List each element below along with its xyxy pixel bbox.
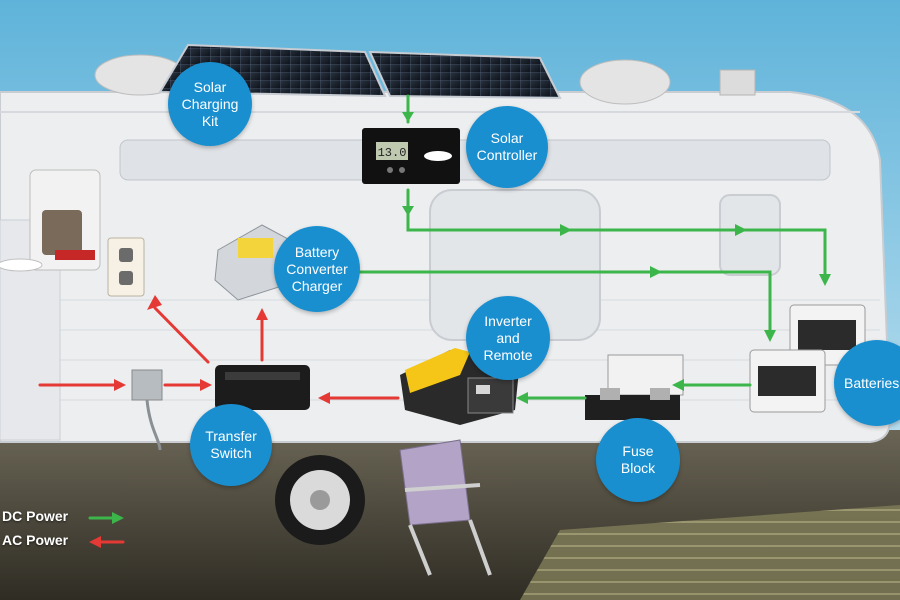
outdoor-mat — [520, 505, 900, 600]
ac-arrow — [256, 308, 268, 320]
dc-arrow — [402, 112, 414, 122]
ac-arrowheads — [114, 295, 330, 404]
rv-side-window — [719, 194, 781, 276]
dc-arrow — [560, 224, 572, 236]
shore-power-inlet — [131, 369, 163, 451]
ac-arrow — [114, 379, 126, 391]
transfer-switch-device — [215, 365, 310, 410]
legend-ac-row: AC Power — [2, 532, 78, 548]
solar-controller-label: Solar Controller — [466, 106, 548, 188]
solar-controller-device: 13.0 — [362, 128, 460, 184]
transfer-switch-text: Transfer Switch — [205, 428, 257, 461]
ac-arrow — [318, 392, 330, 404]
legend-dc-row: DC Power — [2, 508, 78, 524]
converter-charger-device — [214, 224, 291, 301]
dc-arrow — [402, 206, 414, 216]
legend-ac-arrow — [89, 536, 101, 548]
dc-line-converter-to-batteries — [350, 270, 772, 340]
battery-converter-charger-label: Battery Converter Charger — [274, 226, 360, 312]
ac-arrow — [147, 295, 162, 310]
dc-arrow — [672, 379, 684, 391]
ac-line-transfer-to-outlet — [153, 306, 210, 364]
rv-wheel — [275, 455, 365, 545]
roof-vent — [719, 69, 756, 96]
transfer-switch-label: Transfer Switch — [190, 404, 272, 486]
dc-arrow — [650, 266, 662, 278]
dc-arrow — [516, 392, 528, 404]
dc-arrow — [819, 274, 831, 286]
dc-arrowheads — [402, 112, 831, 404]
ac-arrow — [200, 379, 212, 391]
controller-display: 13.0 — [378, 146, 407, 160]
fuse-block-text: Fuse Block — [620, 443, 656, 476]
solar-charging-kit-text: Solar Charging Kit — [181, 78, 239, 129]
ac-power-flow — [38, 306, 400, 400]
batteries-label: Batteries — [834, 340, 900, 426]
batteries-text: Batteries — [844, 374, 900, 391]
dc-arrow — [764, 330, 776, 342]
legend-arrows — [88, 512, 125, 548]
legend-dc-arrow — [112, 512, 124, 524]
lawn-chair — [399, 439, 492, 576]
battery-converter-charger-text: Battery Converter Charger — [286, 243, 348, 294]
dc-arrow — [735, 224, 747, 236]
legend-ac-label: AC Power — [2, 532, 69, 548]
inverter-remote-label: Inverter and Remote — [466, 296, 550, 380]
inverter-remote-text: Inverter and Remote — [483, 312, 533, 363]
wall-outlet — [107, 237, 145, 297]
coffee-maker — [0, 169, 101, 272]
batteries-device — [749, 304, 866, 413]
roof-ac-right — [579, 59, 671, 105]
fuse-block-label: Fuse Block — [596, 418, 680, 502]
solar-charging-kit-label: Solar Charging Kit — [168, 62, 252, 146]
fuse-block-device — [585, 354, 684, 420]
solar-controller-text: Solar Controller — [476, 130, 538, 163]
legend-dc-label: DC Power — [2, 508, 69, 524]
